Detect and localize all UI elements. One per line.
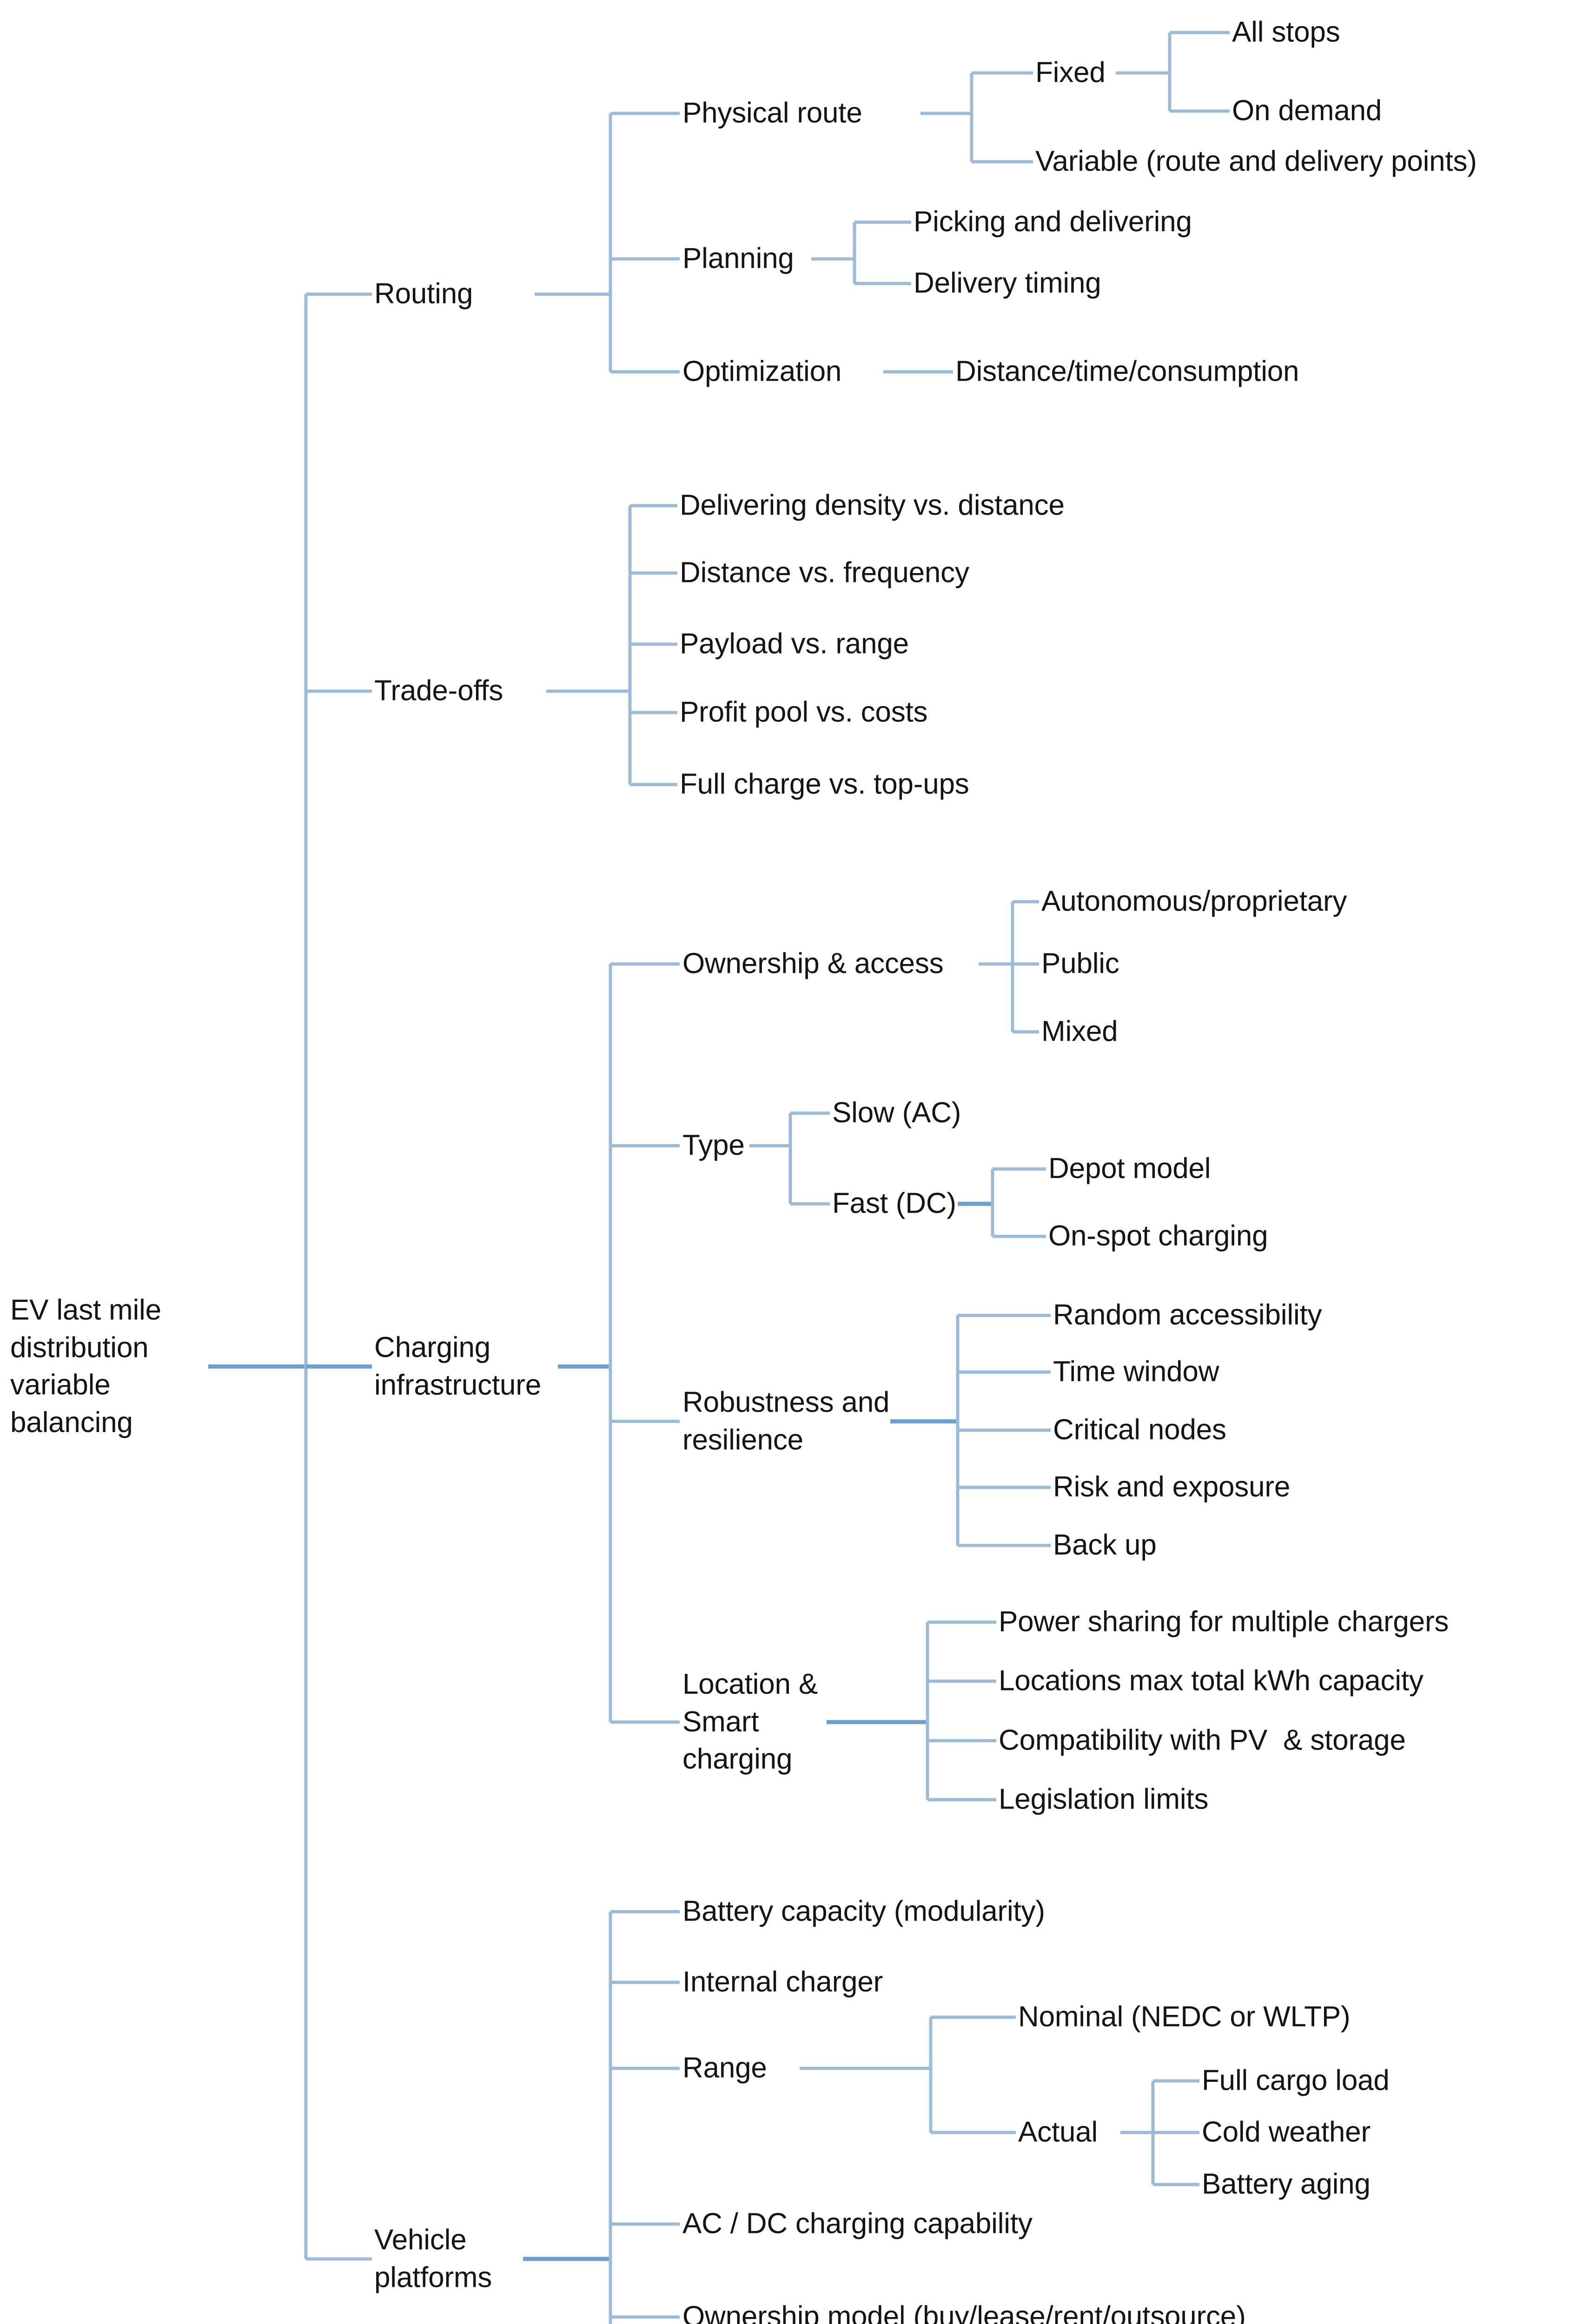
node-on-demand[interactable]: On demand bbox=[1232, 94, 1382, 127]
node-distance-vs-frequency[interactable]: Distance vs. frequency bbox=[680, 556, 969, 589]
node-type[interactable]: Type bbox=[682, 1129, 745, 1162]
node-compatibility-with-pv-and-storage[interactable]: Compatibility with PV & storage bbox=[999, 1724, 1406, 1756]
node-profit-pool-vs-costs[interactable]: Profit pool vs. costs bbox=[680, 696, 928, 728]
node-ac-dc-charging-capability[interactable]: AC / DC charging capability bbox=[682, 2207, 1033, 2240]
node-on-spot-charging[interactable]: On-spot charging bbox=[1048, 1220, 1268, 1252]
node-legislation-limits[interactable]: Legislation limits bbox=[999, 1783, 1209, 1816]
node-robustness-and-resilience[interactable]: Robustness and resilience bbox=[682, 1386, 890, 1456]
node-internal-charger[interactable]: Internal charger bbox=[682, 1966, 883, 1998]
node-full-charge-vs-top-ups[interactable]: Full charge vs. top-ups bbox=[680, 768, 969, 800]
node-ownership-and-access[interactable]: Ownership & access bbox=[682, 947, 944, 980]
node-full-cargo-load[interactable]: Full cargo load bbox=[1202, 2064, 1390, 2097]
node-delivering-density-vs-distance[interactable]: Delivering density vs. distance bbox=[680, 489, 1065, 522]
node-mixed[interactable]: Mixed bbox=[1041, 1015, 1118, 1048]
node-all-stops[interactable]: All stops bbox=[1232, 16, 1340, 48]
root-node[interactable]: EV last mile distribution variable balan… bbox=[10, 1294, 161, 1439]
node-picking-and-delivering[interactable]: Picking and delivering bbox=[914, 205, 1192, 238]
node-cold-weather[interactable]: Cold weather bbox=[1202, 2116, 1371, 2148]
node-fast-dc[interactable]: Fast (DC) bbox=[832, 1187, 956, 1220]
node-risk-and-exposure[interactable]: Risk and exposure bbox=[1053, 1471, 1291, 1503]
node-payload-vs-range[interactable]: Payload vs. range bbox=[680, 627, 909, 660]
node-locations-max-total-kwh-capacity[interactable]: Locations max total kWh capacity bbox=[999, 1664, 1424, 1697]
node-depot-model[interactable]: Depot model bbox=[1048, 1152, 1211, 1185]
node-autonomous-proprietary[interactable]: Autonomous/proprietary bbox=[1041, 885, 1347, 918]
branch-routing[interactable]: Routing bbox=[374, 277, 473, 310]
node-power-sharing-for-multiple-chargers[interactable]: Power sharing for multiple chargers bbox=[999, 1605, 1449, 1638]
node-range[interactable]: Range bbox=[682, 2052, 767, 2084]
node-location-and-smart-charging[interactable]: Location & Smart charging bbox=[682, 1668, 818, 1776]
node-critical-nodes[interactable]: Critical nodes bbox=[1053, 1413, 1226, 1446]
node-slow-ac[interactable]: Slow (AC) bbox=[832, 1096, 961, 1129]
node-physical-route[interactable]: Physical route bbox=[682, 97, 862, 129]
node-battery-aging[interactable]: Battery aging bbox=[1202, 2168, 1371, 2200]
node-battery-capacity-modularity[interactable]: Battery capacity (modularity) bbox=[682, 1895, 1045, 1928]
node-optimization[interactable]: Optimization bbox=[682, 355, 842, 388]
node-fixed[interactable]: Fixed bbox=[1035, 56, 1106, 89]
node-distance-time-consumption[interactable]: Distance/time/consumption bbox=[955, 355, 1299, 388]
branch-charging-infrastructure[interactable]: Charging infrastructure bbox=[374, 1331, 541, 1401]
node-actual[interactable]: Actual bbox=[1018, 2116, 1098, 2148]
node-back-up[interactable]: Back up bbox=[1053, 1529, 1157, 1561]
node-random-accessibility[interactable]: Random accessibility bbox=[1053, 1299, 1322, 1331]
node-ownership-model[interactable]: Ownership model (buy/lease/rent/outsourc… bbox=[682, 2300, 1246, 2324]
node-nominal-nedc-or-wltp[interactable]: Nominal (NEDC or WLTP) bbox=[1018, 2000, 1351, 2033]
branch-vehicle-platforms[interactable]: Vehicle platforms bbox=[374, 2224, 492, 2293]
node-planning[interactable]: Planning bbox=[682, 242, 794, 275]
branch-trade-offs[interactable]: Trade-offs bbox=[374, 674, 503, 707]
node-delivery-timing[interactable]: Delivery timing bbox=[914, 267, 1101, 299]
node-public[interactable]: Public bbox=[1041, 947, 1119, 980]
node-time-window[interactable]: Time window bbox=[1053, 1355, 1219, 1388]
node-variable-route-and-delivery-points[interactable]: Variable (route and delivery points) bbox=[1035, 145, 1477, 178]
